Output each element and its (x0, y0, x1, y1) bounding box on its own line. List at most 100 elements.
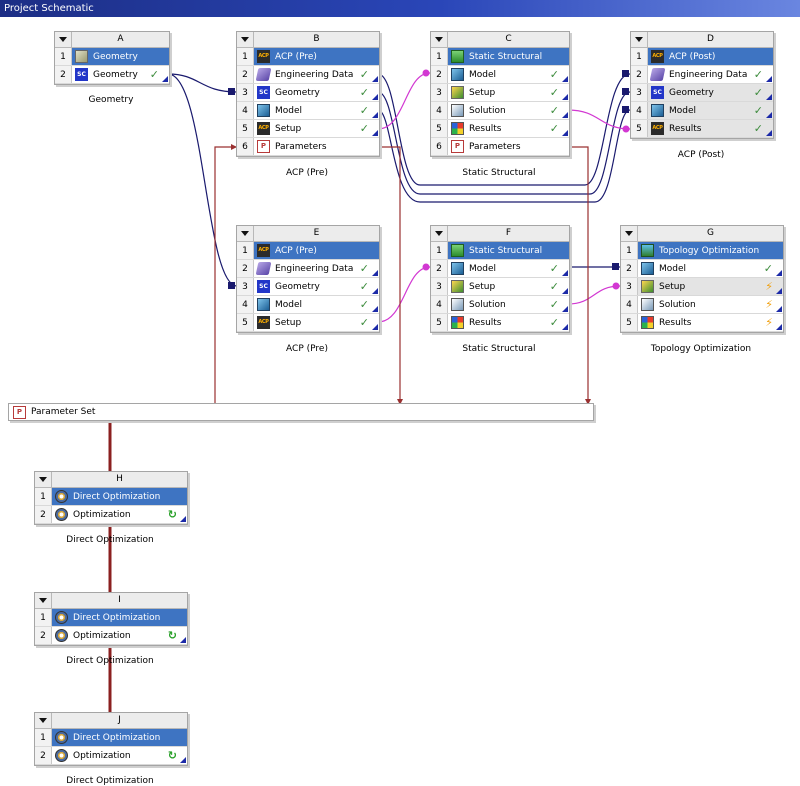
cell-label: Model (469, 263, 497, 274)
cell-label: Solution (469, 299, 506, 310)
row-number: 3 (631, 84, 648, 101)
row-number: 4 (631, 102, 648, 119)
wire-c6-pset (568, 146, 589, 403)
port-e3 (228, 282, 235, 289)
system-caption-d[interactable]: ACP (Post) (677, 150, 725, 160)
parameters-icon: P (451, 140, 464, 153)
row-number: 1 (237, 48, 254, 65)
acp-icon: ACP (257, 244, 270, 257)
up-to-date-check-icon: ✓ (359, 86, 369, 99)
system-caption-j[interactable]: Direct Optimization (66, 776, 154, 786)
parameter-set-bar[interactable]: P Parameter Set (8, 403, 594, 421)
system-menu-dropdown-d[interactable] (631, 32, 648, 47)
model-icon (451, 262, 464, 275)
up-to-date-check-icon: ✓ (549, 316, 559, 329)
system-menu-dropdown-c[interactable] (431, 32, 448, 47)
system-menu-dropdown-h[interactable] (35, 472, 52, 487)
cell-label: Setup (469, 87, 496, 98)
cell-label: Optimization (73, 750, 131, 761)
up-to-date-check-icon: ✓ (549, 86, 559, 99)
cell-label: Model (275, 299, 303, 310)
cell-label: Geometry (669, 87, 714, 98)
port-d5 (622, 125, 630, 133)
system-header-f: F (431, 226, 569, 242)
solution-icon (451, 298, 464, 311)
up-to-date-check-icon: ✓ (359, 104, 369, 117)
cell-content: Engineering Data✓ (254, 66, 379, 83)
cell-label: Model (659, 263, 687, 274)
system-caption-a[interactable]: Geometry (88, 95, 134, 105)
system-letter-c: C (505, 34, 512, 44)
row-number: 1 (35, 488, 52, 505)
system-caption-g[interactable]: Topology Optimization (650, 344, 752, 354)
system-menu-dropdown-g[interactable] (621, 226, 638, 241)
system-menu-dropdown-e[interactable] (237, 226, 254, 241)
system-caption-e[interactable]: ACP (Pre) (286, 344, 328, 354)
system-caption-h[interactable]: Direct Optimization (66, 535, 154, 545)
row-number: 3 (431, 84, 448, 101)
results-icon (451, 316, 464, 329)
cell-corner-marker (162, 76, 168, 82)
system-menu-dropdown-a[interactable] (55, 32, 72, 47)
system-menu-dropdown-i[interactable] (35, 593, 52, 608)
system-header-g: G (621, 226, 783, 242)
cell-corner-marker (562, 130, 568, 136)
up-to-date-check-icon: ✓ (753, 68, 763, 81)
system-caption-f[interactable]: Static Structural (462, 344, 536, 354)
up-to-date-check-icon: ✓ (549, 298, 559, 311)
up-to-date-check-icon: ✓ (549, 122, 559, 135)
system-caption-c[interactable]: Static Structural (462, 168, 536, 178)
row-number: 4 (621, 296, 638, 313)
system-menu-dropdown-j[interactable] (35, 713, 52, 728)
system-caption-i[interactable]: Direct Optimization (66, 656, 154, 666)
row-number: 4 (237, 102, 254, 119)
cell-corner-marker (562, 94, 568, 100)
system-caption-b[interactable]: ACP (Pre) (286, 168, 328, 178)
cell-c-3-setup[interactable]: 3 Setup ✓ (431, 84, 569, 102)
system-menu-dropdown-b[interactable] (237, 32, 254, 47)
system-menu-dropdown-f[interactable] (431, 226, 448, 241)
